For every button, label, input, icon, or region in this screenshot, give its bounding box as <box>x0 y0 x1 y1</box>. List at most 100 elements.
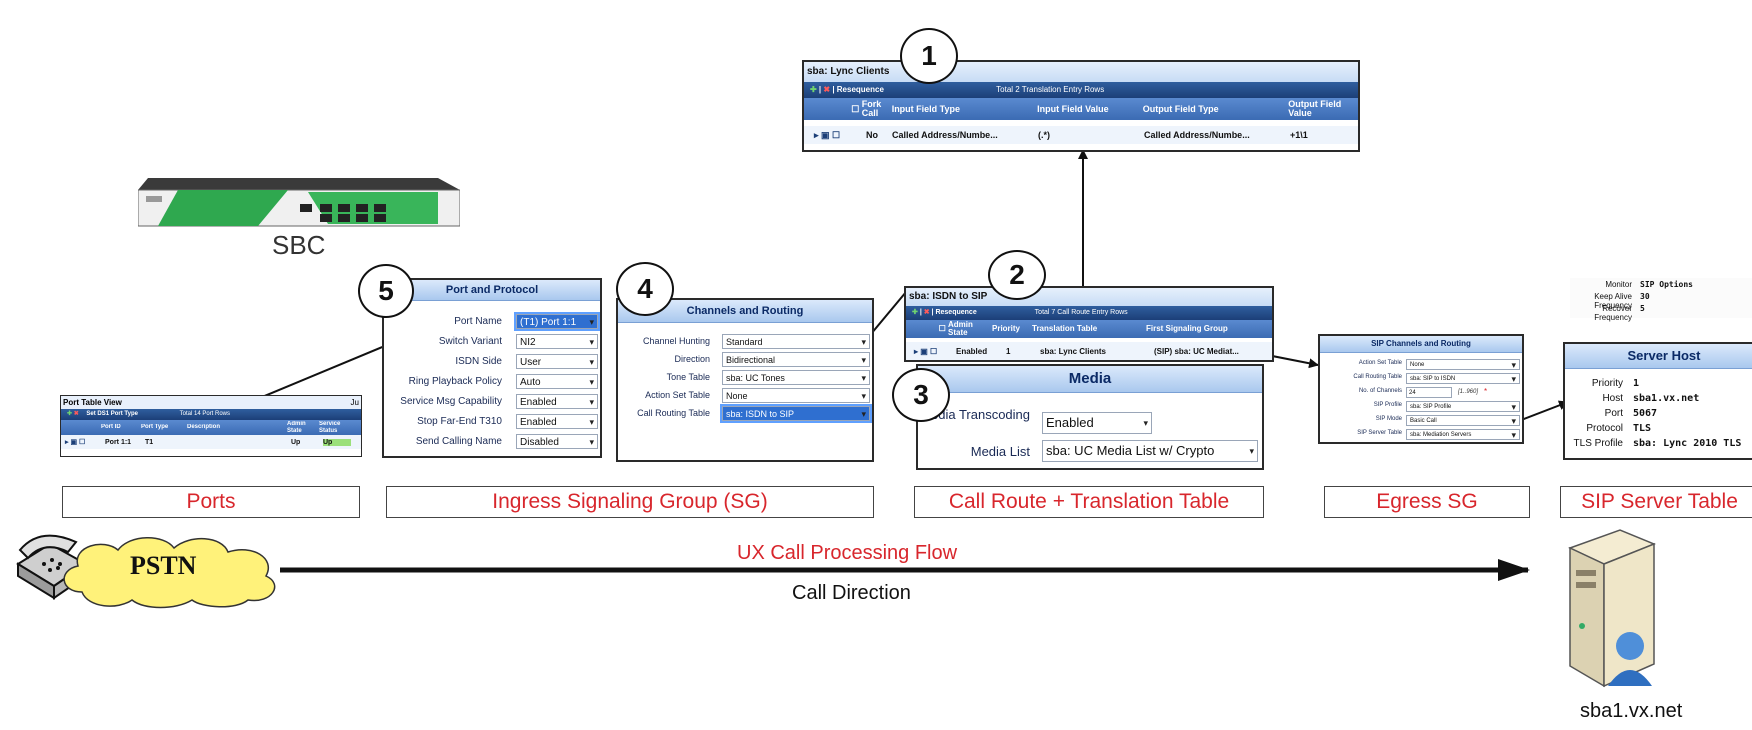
media-list-select[interactable]: sba: UC Media List w/ Crypto <box>1042 440 1258 462</box>
call-routing-select[interactable]: sba: SIP to ISDN <box>1406 373 1520 384</box>
monitor-settings: Monitor SIP Options Keep Alive Frequency… <box>1570 278 1752 322</box>
sbc-appliance-image <box>137 170 461 228</box>
resequence-button[interactable]: Resequence <box>935 309 977 316</box>
media-list-label: Media List <box>970 444 1030 459</box>
table-row[interactable]: ▸ ▣ ☐ Enabled 1 sba: Lync Clients (SIP) … <box>906 342 1272 360</box>
col-service-status[interactable]: Service Status <box>319 420 341 434</box>
priority-value: 1 <box>1633 378 1640 389</box>
send-calling-name-select[interactable]: Disabled <box>516 434 598 449</box>
cell-first-signaling-group: (SIP) sba: UC Mediat... <box>1154 346 1239 356</box>
direction-label: Direction <box>674 354 710 364</box>
isdn-side-select[interactable]: User <box>516 354 598 369</box>
isdn-side-label: ISDN Side <box>455 356 502 367</box>
sip-profile-select[interactable]: sba: SIP Profile <box>1406 401 1520 412</box>
table-row[interactable]: ▸ ▣ ☐ No Called Address/Numbe... (.*) Ca… <box>804 126 1358 144</box>
cell-output-field-value: +1\1 <box>1290 130 1308 140</box>
col-output-field-value[interactable]: Output Field Value <box>1288 100 1342 118</box>
delete-icon[interactable]: ✖ <box>73 411 79 417</box>
expand-row-icon[interactable]: ▸ ▣ ☐ <box>914 346 938 356</box>
keep-alive-value: 30 <box>1640 292 1650 301</box>
table-row[interactable]: ▸ ▣ ☐ Port 1:1 T1 Up Up <box>61 435 361 449</box>
lync-total: Total 2 Translation Entry Rows <box>996 85 1105 94</box>
col-first-signaling-group[interactable]: First Signaling Group <box>1146 325 1228 333</box>
col-port-type[interactable]: Port Type <box>141 424 169 430</box>
step-1-marker: 1 <box>900 28 958 84</box>
stage-egress-sg: Egress SG <box>1324 486 1530 518</box>
call-routing-label: Call Routing Table <box>1353 374 1402 380</box>
expand-row-icon[interactable]: ▸ ▣ ☐ <box>65 439 86 446</box>
stop-t310-select[interactable]: Enabled <box>516 414 598 429</box>
resequence-button[interactable]: Resequence <box>836 85 884 94</box>
channels-count-input[interactable]: 24 <box>1406 387 1452 398</box>
step-2-marker: 2 <box>988 250 1046 300</box>
add-icon[interactable]: ✚ <box>67 411 73 417</box>
step-3-marker: 3 <box>892 368 950 422</box>
port-table-title: Port Table View <box>63 398 122 407</box>
send-calling-name-label: Send Calling Name <box>415 436 502 447</box>
port-name-select[interactable]: (T1) Port 1:1 <box>514 312 600 331</box>
col-output-field-type[interactable]: Output Field Type <box>1142 104 1219 114</box>
col-admin-state[interactable]: Admin State <box>287 420 306 434</box>
required-marker: * <box>1484 387 1488 396</box>
col-priority[interactable]: Priority <box>992 325 1021 333</box>
select-all-checkbox[interactable]: ☐ <box>938 325 948 333</box>
sip-mode-label: SIP Mode <box>1375 416 1402 422</box>
port-value: 5067 <box>1633 408 1658 419</box>
media-title: Media <box>918 366 1262 393</box>
col-fork-call[interactable]: Fork Call <box>861 100 882 118</box>
select-all-checkbox[interactable]: ☐ <box>851 104 862 114</box>
lync-clients-panel: sba: Lync Clients ✚ | ✖ | Resequence Tot… <box>802 60 1360 152</box>
service-msg-label: Service Msg Capability <box>400 396 502 407</box>
stage-sip-server-table: SIP Server Table <box>1560 486 1752 518</box>
cell-port-type: T1 <box>145 438 154 446</box>
channels-count-label: No. of Channels <box>1358 388 1402 394</box>
col-translation-table[interactable]: Translation Table <box>1032 325 1098 333</box>
expand-row-icon[interactable]: ▸ ▣ ☐ <box>814 129 841 140</box>
step-5-marker: 5 <box>358 264 414 318</box>
call-routing-label: Call Routing Table <box>637 408 710 418</box>
sip-channels-title: SIP Channels and Routing <box>1320 336 1522 353</box>
col-port-id[interactable]: Port ID <box>101 424 121 430</box>
set-port-type-button[interactable]: Set DS1 Port Type <box>86 411 138 417</box>
col-admin-state[interactable]: Admin State <box>948 321 973 337</box>
protocol-value: TLS <box>1633 423 1652 434</box>
sip-server-table-select[interactable]: sba: Mediation Servers <box>1406 429 1520 440</box>
col-input-field-value[interactable]: Input Field Value <box>1037 104 1109 114</box>
add-icon[interactable]: ✚ <box>912 309 918 316</box>
cell-translation-table: sba: Lync Clients <box>1040 346 1106 356</box>
media-transcoding-select[interactable]: Enabled <box>1042 412 1152 434</box>
ring-playback-select[interactable]: Auto <box>516 374 598 389</box>
sip-mode-select[interactable]: Basic Call <box>1406 415 1520 426</box>
pstn-label: PSTN <box>130 551 197 580</box>
channel-hunting-label: Channel Hunting <box>642 336 710 346</box>
channels-range-hint: [1..960] <box>1458 389 1479 395</box>
direction-select[interactable]: Bidirectional <box>722 352 870 367</box>
cell-port-id: Port 1:1 <box>105 438 132 446</box>
action-set-select[interactable]: None <box>1406 359 1520 370</box>
call-routing-select[interactable]: sba: ISDN to SIP <box>720 404 872 423</box>
delete-icon[interactable]: ✖ <box>923 309 930 316</box>
host-label: Host <box>1602 393 1623 404</box>
add-icon[interactable]: ✚ <box>810 85 817 94</box>
cell-input-field-type: Called Address/Numbe... <box>892 130 998 140</box>
ring-playback-label: Ring Playback Policy <box>408 376 502 387</box>
delete-icon[interactable]: ✖ <box>823 85 831 94</box>
port-total: Total 14 Port Rows <box>179 411 231 417</box>
cell-fork-call: No <box>866 130 878 140</box>
protocol-label: Protocol <box>1586 423 1623 434</box>
channels-routing-panel: Channels and Routing Channel Hunting Sta… <box>616 298 874 462</box>
port-table-title-right: Ju <box>350 398 359 407</box>
step-4-marker: 4 <box>616 262 674 316</box>
col-description[interactable]: Description <box>187 424 221 430</box>
isdn-total: Total 7 Call Route Entry Rows <box>1034 309 1128 316</box>
switch-variant-select[interactable]: NI2 <box>516 334 598 349</box>
service-msg-select[interactable]: Enabled <box>516 394 598 409</box>
action-set-select[interactable]: None <box>722 388 870 403</box>
stage-ingress-sg: Ingress Signaling Group (SG) <box>386 486 874 518</box>
tone-table-select[interactable]: sba: UC Tones <box>722 370 870 385</box>
cell-service-status: Up <box>323 438 351 446</box>
port-table-panel: Port Table View Ju ✚ ✖ Set DS1 Port Type… <box>60 395 362 457</box>
col-input-field-type[interactable]: Input Field Type <box>891 104 961 114</box>
channel-hunting-select[interactable]: Standard <box>722 334 870 349</box>
call-direction-label: Call Direction <box>792 582 911 604</box>
